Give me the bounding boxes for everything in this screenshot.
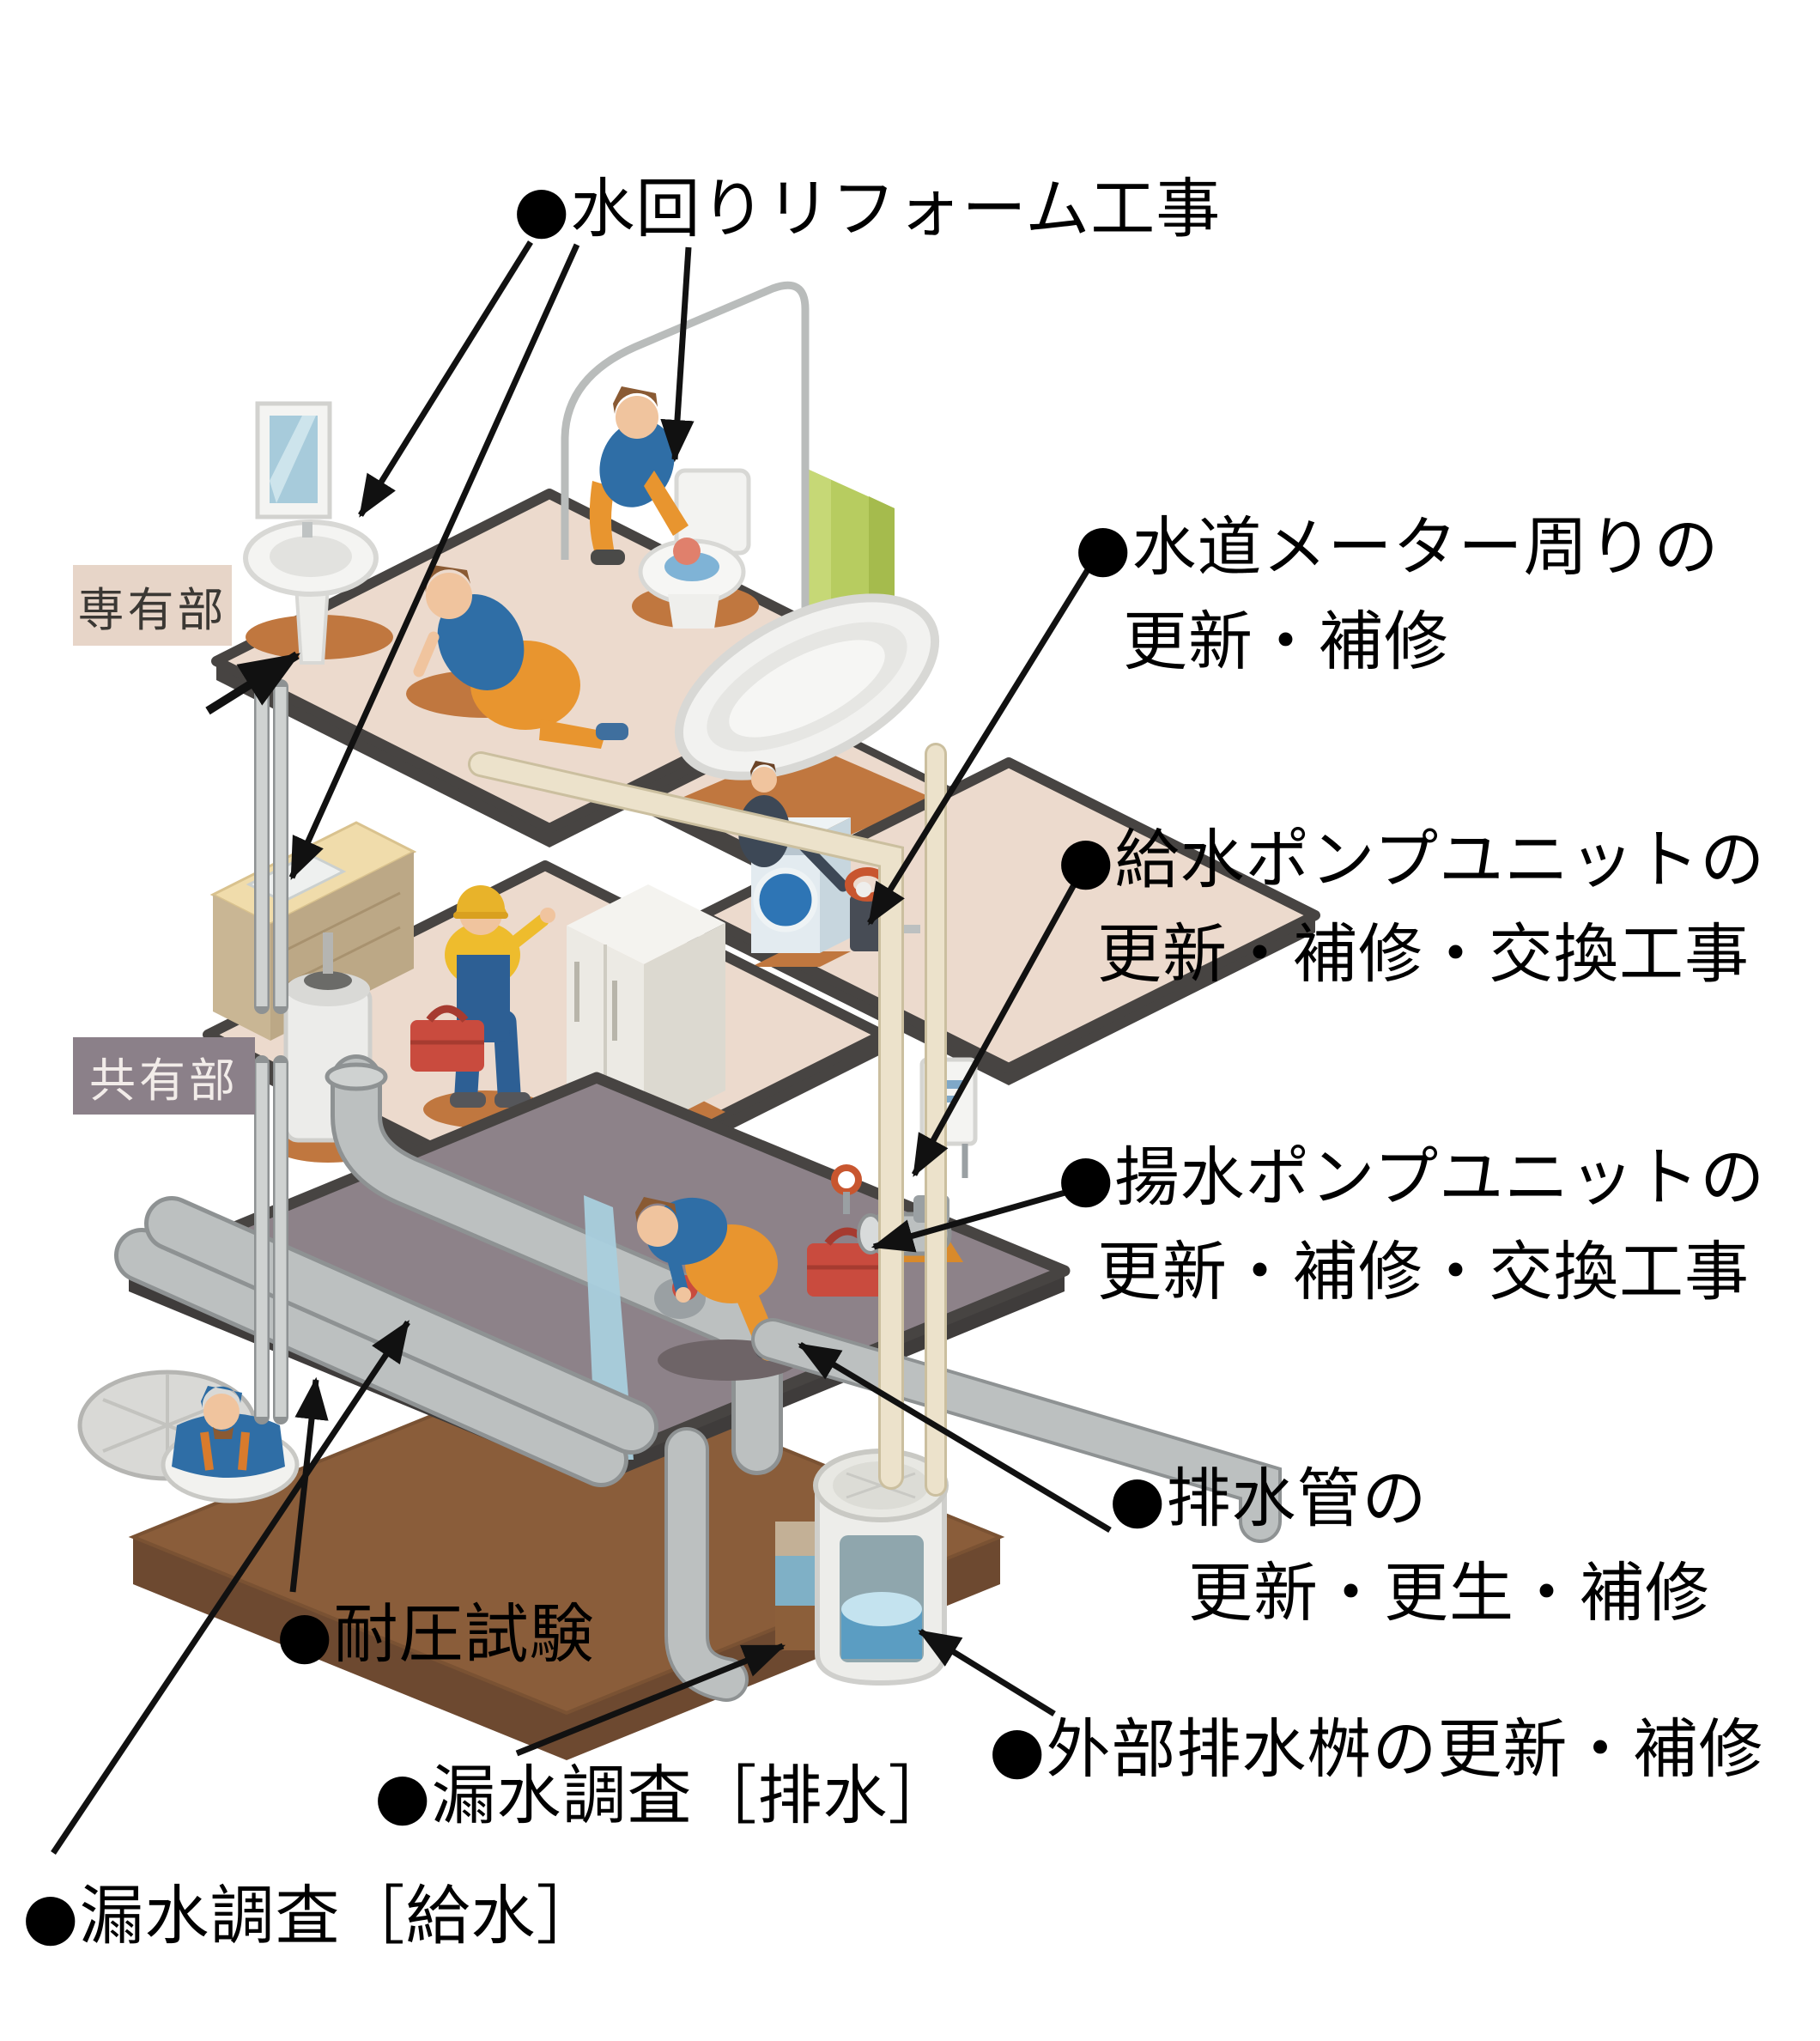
annotation-arrows: [51, 240, 1112, 1855]
kitchen-floor-level: [203, 821, 888, 1223]
toilet: [632, 468, 759, 629]
arrow-reform-to-toilet: [660, 246, 695, 463]
arrow-leak-drain: [515, 1643, 786, 1757]
arrow-to-outer-basin: [918, 1629, 1056, 1716]
badge-common-area: 共有部: [73, 1037, 255, 1115]
riser-pipes: [254, 679, 947, 1497]
label-reform-work: ●水回りリフォーム工事: [513, 171, 1222, 246]
drainage-basin: [775, 1449, 949, 1686]
label-supply-pump-line1: ●給水ポンプユニットの: [1058, 822, 1766, 897]
label-water-meter: ●水道メーター周りの 更新・補修: [1075, 500, 1719, 689]
arrow-leak-supply: [51, 1320, 410, 1855]
arrow-to-water-meter: [867, 567, 1091, 926]
label-pressure-test: ●耐圧試験: [276, 1596, 595, 1672]
worker-toilet: [589, 386, 689, 565]
badge-private-area: 専有部: [73, 565, 232, 646]
label-drain-pipe-line2: 更新・更生・補修: [1188, 1555, 1711, 1631]
label-lift-pump-line2: 更新・補修・交換工事: [1097, 1234, 1750, 1309]
label-leak-survey-supply: ●漏水調査［給水］: [22, 1878, 602, 1953]
bathroom-sink: [243, 519, 393, 665]
label-supply-pump-line2: 更新・補修・交換工事: [1097, 916, 1750, 992]
worker-kitchen: [423, 884, 555, 1128]
mirror-cabinet: [255, 401, 332, 519]
arrow-pressure-test: [289, 1376, 329, 1593]
arrow-reform-to-sink: [358, 240, 533, 518]
arrow-reform-to-kitchen: [288, 243, 580, 880]
toolbox-kitchen: [410, 1005, 484, 1072]
label-lift-pump-line1: ●揚水ポンプユニットの: [1058, 1139, 1766, 1215]
label-drain-pipe: ●排水管の 更新・更生・補修: [1109, 1451, 1710, 1640]
shower-frame: [561, 281, 810, 663]
arrow-to-supply-pump: [911, 869, 1085, 1177]
manhole-worker: [77, 1370, 300, 1503]
arrow-to-drain-pipe: [798, 1341, 1112, 1534]
label-drain-pipe-line1: ●排水管の: [1109, 1461, 1428, 1536]
worker-sink: [406, 565, 628, 749]
label-leak-survey-drain: ●漏水調査［排水］: [374, 1758, 954, 1833]
label-supply-pump: ●給水ポンプユニットの 更新・補修・交換工事: [1058, 812, 1765, 1001]
label-outer-basin: ●外部排水桝の更新・補修: [989, 1711, 1764, 1787]
arrow-to-lift-pump: [871, 1188, 1069, 1253]
label-water-meter-line1: ●水道メーター周りの: [1075, 509, 1720, 585]
bathtub: [674, 593, 940, 781]
label-water-meter-line2: 更新・補修: [1123, 604, 1450, 679]
label-lift-pump: ●揚水ポンプユニットの 更新・補修・交換工事: [1058, 1130, 1765, 1319]
toolbox-basement: [807, 1227, 889, 1297]
arrow-private-pointer: [205, 651, 300, 715]
